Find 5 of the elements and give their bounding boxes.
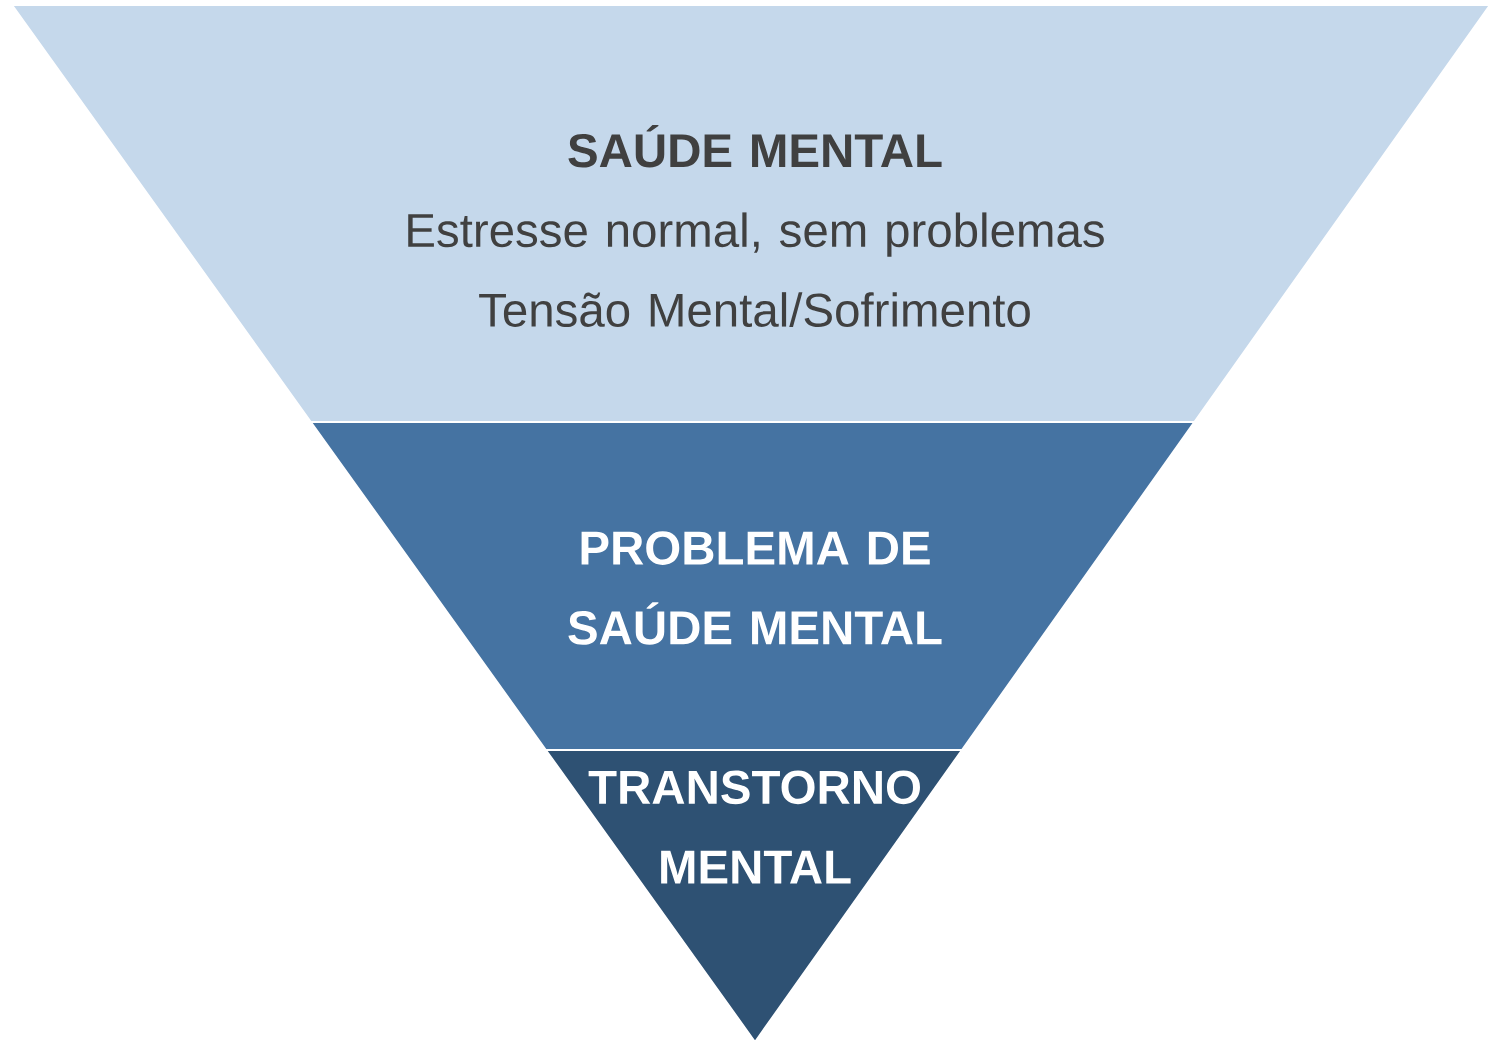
heading-text: SAÚDE MENTAL: [568, 124, 942, 168]
description-text: Estresse normal, sem problemas: [408, 212, 1104, 257]
description-text: Tensão Mental/Sofrimento: [479, 292, 1030, 327]
heading-text: TRANSTORNO MENTAL: [588, 770, 920, 884]
heading-text: PROBLEMA DE SAÚDE MENTAL: [568, 531, 942, 645]
